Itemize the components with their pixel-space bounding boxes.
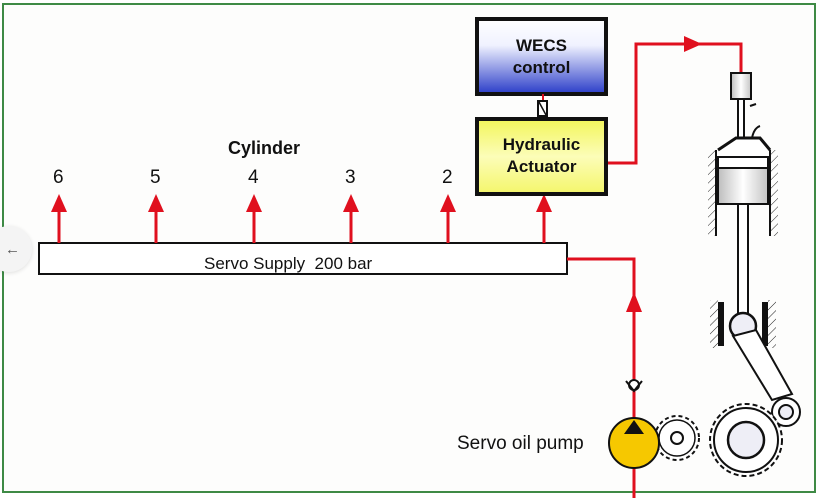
cylinder-arrow-6 [51,194,67,243]
supply-rail-label: Servo Supply 200 bar [204,254,373,273]
check-valve-icon [625,379,643,393]
wecs-control-box [475,17,608,96]
wecs-title: WECS control [479,35,604,79]
cylinder-label-4: 4 [248,167,259,188]
hydraulic-actuator-box [475,117,608,196]
actuator-line1: Hydraulic [502,135,581,154]
cylinder-label-6: 6 [53,167,64,188]
arrow-left-icon: ← [5,240,20,258]
actuator-output-line [608,42,743,165]
supply-rail [38,242,568,275]
crank-gear-icon [709,403,783,477]
servo-oil-pump-icon [608,417,660,469]
pump-label: Servo oil pump [457,433,584,454]
flow-arrow-up [626,292,642,312]
cylinder-arrow-4 [246,194,262,243]
wecs-line2: control [512,58,571,77]
cylinder-label-3: 3 [345,167,356,188]
cylinder-arrow-5 [148,194,164,243]
cylinder-heading: Cylinder [228,138,301,158]
cylinder-label-2: 2 [442,167,453,188]
pump-gear-icon [654,415,700,461]
actuator-supply-arrow [536,194,552,243]
cylinder-arrow-2 [440,194,456,243]
actuator-line2: Actuator [506,157,577,176]
actuator-title: Hydraulic Actuator [479,134,604,178]
wecs-line1: WECS [516,36,567,55]
cylinder-label-5: 5 [150,167,161,188]
engine-cylinder-illustration [708,72,801,427]
cylinder-arrow-3 [343,194,359,243]
flow-arrow-right [684,36,702,52]
